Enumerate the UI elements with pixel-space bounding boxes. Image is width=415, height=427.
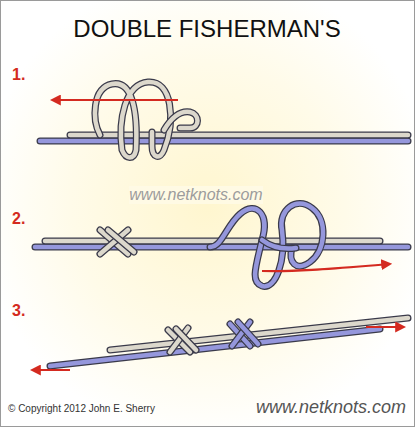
rope-outline <box>108 230 134 252</box>
rope <box>164 112 198 130</box>
rope <box>262 240 296 249</box>
rope-outline <box>210 204 323 287</box>
direction-arrow <box>366 326 404 328</box>
rope <box>108 230 134 252</box>
direction-arrow <box>52 99 178 101</box>
rope <box>40 139 408 144</box>
rope <box>50 329 380 366</box>
rope-outline <box>238 322 258 344</box>
rope <box>238 322 258 344</box>
rope <box>35 245 408 250</box>
rope <box>176 329 196 350</box>
rope <box>110 318 408 350</box>
rope <box>210 204 323 287</box>
rope-outline <box>40 138 408 145</box>
site-url: www.netknots.com <box>256 398 406 418</box>
rope-outline <box>50 329 380 366</box>
diagram-title: DOUBLE FISHERMAN'S <box>73 16 340 42</box>
direction-arrow <box>262 264 390 271</box>
rope-outline <box>262 240 296 249</box>
rope-outline <box>176 329 196 350</box>
rope <box>95 82 171 158</box>
rope <box>45 239 380 244</box>
step-number: 2. <box>12 210 25 228</box>
rope-outline <box>95 82 171 158</box>
rope-outline <box>164 112 198 130</box>
direction-arrow <box>32 369 70 371</box>
step-number: 3. <box>12 302 25 320</box>
copyright-note: © Copyright 2012 John E. Sherry <box>8 403 155 414</box>
watermark: www.netknots.com <box>129 186 262 204</box>
step-number: 1. <box>12 66 25 84</box>
rope-outline <box>110 318 408 350</box>
